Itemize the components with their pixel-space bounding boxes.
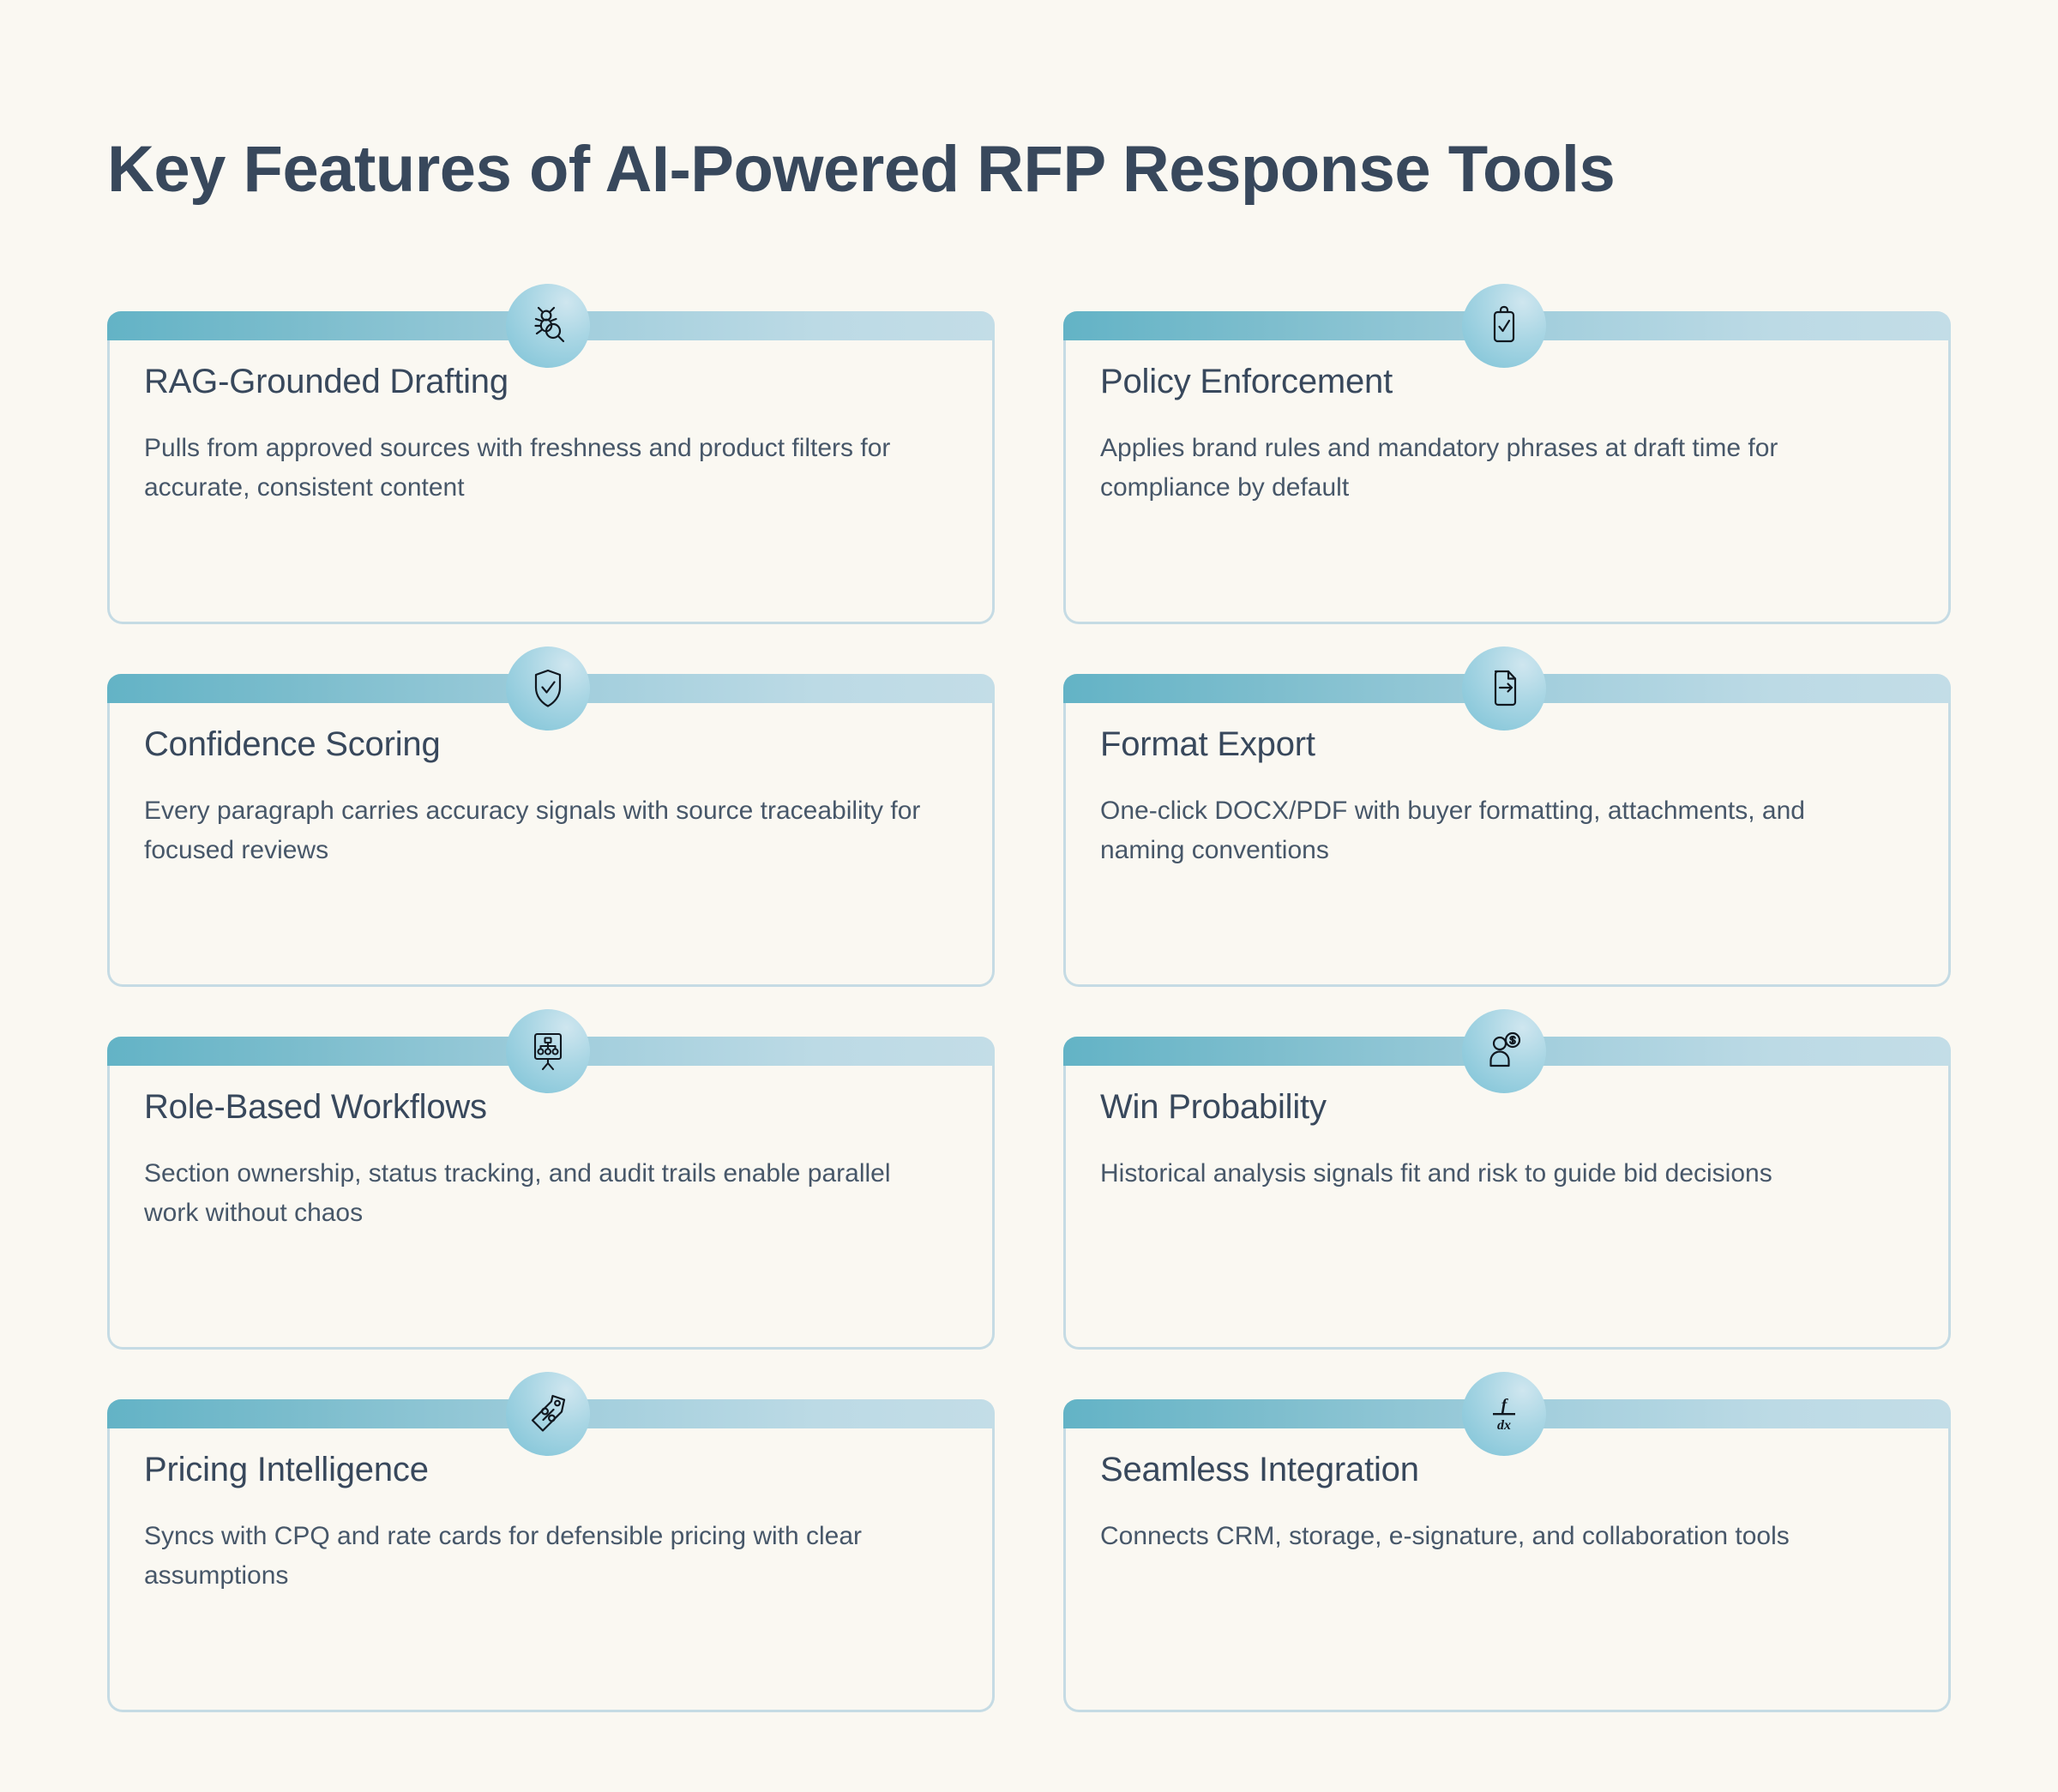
clipboard-check-icon [1462,284,1546,368]
feature-card: Confidence Scoring Every paragraph carri… [107,646,995,987]
card-panel [1063,1051,1951,1350]
card-content: Role-Based Workflows Section ownership, … [144,1086,960,1232]
feature-card: Win Probability Historical analysis sign… [1063,1009,1951,1350]
card-panel [1063,326,1951,624]
feature-card: Policy Enforcement Applies brand rules a… [1063,284,1951,624]
card-panel [107,1414,995,1712]
person-money-icon [1462,1009,1546,1093]
card-title: Seamless Integration [1100,1451,1419,1488]
derivative-formula-icon: f dx [1462,1372,1546,1456]
card-content: Seamless Integration Connects CRM, stora… [1100,1449,1917,1556]
page-title: Key Features of AI-Powered RFP Response … [107,132,1616,206]
card-title: Role-Based Workflows [144,1088,487,1126]
card-description: Syncs with CPQ and rate cards for defens… [144,1522,863,1590]
card-description: Every paragraph carries accuracy signals… [144,797,921,864]
card-content: Policy Enforcement Applies brand rules a… [1100,361,1917,507]
feature-card: Pricing Intelligence Syncs with CPQ and … [107,1372,995,1712]
card-content: RAG-Grounded Drafting Pulls from approve… [144,361,960,507]
bug-magnifier-icon [506,284,590,368]
feature-card: Format Export One-click DOCX/PDF with bu… [1063,646,1951,987]
org-chart-board-icon [506,1009,590,1093]
svg-text:dx: dx [1497,1418,1511,1433]
card-content: Win Probability Historical analysis sign… [1100,1086,1917,1194]
card-description: Section ownership, status tracking, and … [144,1159,891,1227]
document-export-icon [1462,646,1546,731]
feature-card: f dx Seamless Integration Connects CRM, … [1063,1372,1951,1712]
card-title: Confidence Scoring [144,725,441,763]
card-description: Pulls from approved sources with freshne… [144,434,891,502]
card-content: Format Export One-click DOCX/PDF with bu… [1100,724,1917,869]
svg-text:f: f [1501,1396,1509,1415]
card-panel [107,689,995,987]
shield-check-icon [506,646,590,731]
card-description: Historical analysis signals fit and risk… [1100,1159,1772,1188]
card-panel [107,1051,995,1350]
price-tag-percent-icon [506,1372,590,1456]
feature-card: Role-Based Workflows Section ownership, … [107,1009,995,1350]
feature-card: RAG-Grounded Drafting Pulls from approve… [107,284,995,624]
card-panel [1063,1414,1951,1712]
card-title: RAG-Grounded Drafting [144,363,508,400]
card-title: Win Probability [1100,1088,1327,1126]
card-description: One-click DOCX/PDF with buyer formatting… [1100,797,1805,864]
card-description: Applies brand rules and mandatory phrase… [1100,434,1778,502]
card-content: Pricing Intelligence Syncs with CPQ and … [144,1449,960,1595]
feature-card-grid: RAG-Grounded Drafting Pulls from approve… [107,284,1951,1712]
card-title: Policy Enforcement [1100,363,1393,400]
card-panel [1063,689,1951,987]
card-panel [107,326,995,624]
card-title: Format Export [1100,725,1315,763]
card-title: Pricing Intelligence [144,1451,429,1488]
card-description: Connects CRM, storage, e-signature, and … [1100,1522,1790,1550]
card-content: Confidence Scoring Every paragraph carri… [144,724,960,869]
